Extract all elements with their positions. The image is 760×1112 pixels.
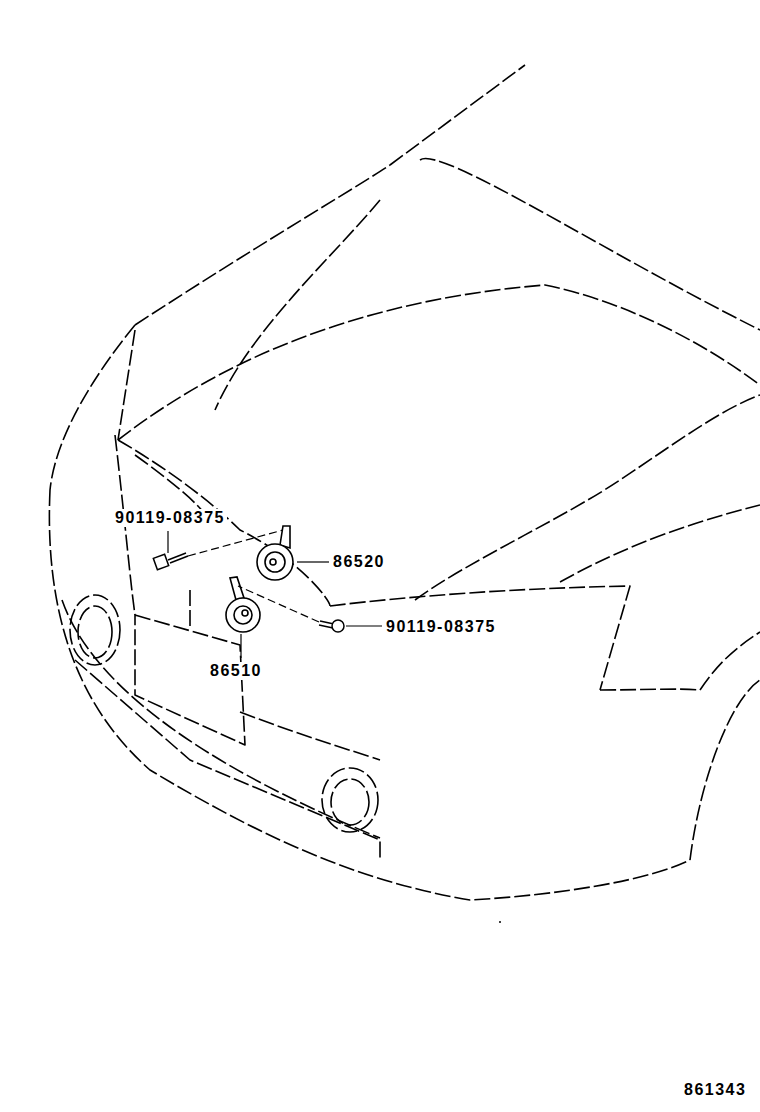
callout-number: 86510 [208, 662, 264, 680]
part-number: 90119-08375 [384, 618, 498, 636]
callout-number: 86520 [331, 553, 387, 571]
horn-symbol [226, 526, 293, 632]
leader-line [168, 530, 382, 658]
part-number: 90119-08375 [113, 509, 227, 527]
diagram-id: 861343 [682, 1081, 748, 1099]
bolt-symbol [153, 553, 344, 632]
